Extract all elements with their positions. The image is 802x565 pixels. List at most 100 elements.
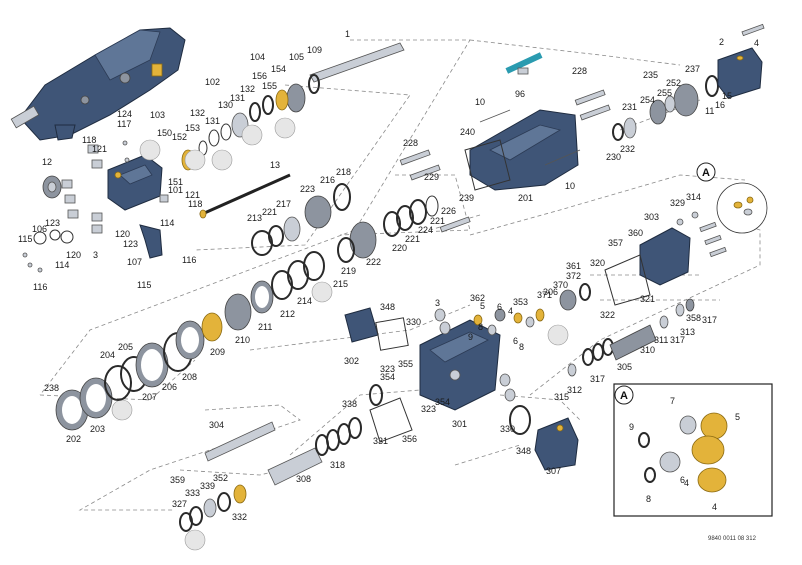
callout-329: 329 [670, 198, 685, 208]
seal-kit-bottom-left [179, 484, 247, 532]
callout-154: 154 [271, 64, 286, 74]
callout-237: 237 [685, 64, 700, 74]
inset-box-A: A [613, 383, 773, 517]
callout-114b: 114 [55, 260, 69, 270]
callout-210: 210 [235, 335, 250, 345]
callout-96: 96 [515, 89, 525, 99]
callout-302: 302 [344, 356, 359, 366]
callout-151: 151 [168, 177, 183, 187]
callout-109: 109 [307, 45, 322, 55]
callout-216: 216 [320, 175, 335, 185]
callout-8: 8 [478, 322, 483, 332]
callout-132: 132 [190, 108, 205, 118]
callout-238: 238 [44, 383, 59, 393]
callout-338: 338 [342, 399, 357, 409]
callout-115b: 115 [137, 280, 151, 290]
callout-116: 116 [33, 282, 47, 292]
callout-310: 310 [640, 345, 655, 355]
callout-220: 220 [392, 243, 407, 253]
callout-355: 355 [398, 359, 413, 369]
gear-12 [42, 175, 62, 199]
callout-327: 327 [172, 499, 187, 509]
callout-215: 215 [333, 279, 348, 289]
section-thumbnails [111, 117, 569, 551]
callout-2: 2 [719, 37, 724, 47]
callout-317b: 317 [670, 335, 685, 345]
callout-217: 217 [276, 199, 291, 209]
callout-223: 223 [300, 184, 315, 194]
inset-callout-7: 7 [670, 396, 675, 406]
callout-102: 102 [205, 77, 220, 87]
callout-303: 303 [644, 212, 659, 222]
callout-306: 306 [543, 287, 558, 297]
callout-4: 4 [754, 38, 759, 48]
callout-372: 372 [566, 271, 581, 281]
callout-130: 130 [218, 100, 233, 110]
callout-305: 305 [617, 362, 632, 372]
callout-202: 202 [66, 434, 81, 444]
callout-348b: 348 [516, 446, 531, 456]
callout-6b: 6 [513, 336, 518, 346]
callout-314: 314 [686, 192, 701, 202]
callout-13: 13 [270, 160, 280, 170]
callout-304: 304 [209, 420, 224, 430]
callout-321: 321 [640, 294, 655, 304]
callout-255: 255 [657, 88, 672, 98]
callout-221: 221 [262, 207, 277, 217]
callout-317c: 317 [702, 315, 717, 325]
cover-302 [344, 307, 409, 351]
callout-209: 209 [210, 347, 225, 357]
ring-gear-set [55, 251, 325, 431]
spool-305 [567, 298, 695, 377]
callout-155: 155 [262, 81, 277, 91]
inset-callout-8: 8 [646, 494, 651, 504]
callout-231: 231 [622, 102, 637, 112]
callout-354: 354 [380, 372, 395, 382]
middle-fittings [434, 283, 591, 402]
pins-228 [399, 89, 611, 233]
callout-311: 311 [654, 335, 668, 345]
callout-228b: 228 [572, 66, 587, 76]
callout-226: 226 [441, 206, 456, 216]
sleeve-308 [267, 384, 413, 486]
callout-213: 213 [247, 213, 262, 223]
callout-362: 362 [470, 293, 485, 303]
callout-229: 229 [424, 172, 439, 182]
callout-6: 6 [497, 302, 502, 312]
reference-code: 9840 0011 08 312 [708, 536, 757, 542]
svg-text:A: A [702, 167, 710, 179]
inset-callout-5: 5 [735, 412, 740, 422]
inset-callout-6: 6 [680, 475, 685, 485]
callout-252: 252 [666, 78, 681, 88]
callout-330: 330 [406, 317, 421, 327]
callout-201: 201 [518, 193, 533, 203]
inset-detail-circle-A: A [696, 162, 768, 234]
callout-224: 224 [418, 225, 433, 235]
callout-356: 356 [402, 434, 417, 444]
callout-317: 317 [590, 374, 605, 384]
callout-107: 107 [127, 257, 142, 267]
callout-117: 117 [117, 119, 131, 129]
callout-205: 205 [118, 342, 133, 352]
callout-240: 240 [460, 127, 475, 137]
callout-230: 230 [606, 152, 621, 162]
callout-313: 313 [680, 327, 695, 337]
housing-301 [419, 319, 501, 411]
callout-131b: 131 [205, 116, 220, 126]
callout-120: 120 [66, 250, 81, 260]
inset-callout-4b: 4 [712, 502, 717, 512]
valve-block-303 [604, 211, 727, 306]
callout-3: 3 [93, 250, 98, 260]
callout-254: 254 [640, 95, 655, 105]
motor-2 [717, 23, 765, 99]
middle-gear-assembly [251, 183, 439, 263]
callout-331: 331 [373, 436, 388, 446]
callout-211: 211 [258, 322, 272, 332]
callout-5: 5 [480, 301, 485, 311]
svg-text:A: A [620, 390, 628, 402]
callout-10b: 10 [565, 181, 575, 191]
callout-218: 218 [336, 167, 351, 177]
callout-132b: 132 [240, 84, 255, 94]
callout-348: 348 [380, 302, 395, 312]
callout-361: 361 [566, 261, 581, 271]
